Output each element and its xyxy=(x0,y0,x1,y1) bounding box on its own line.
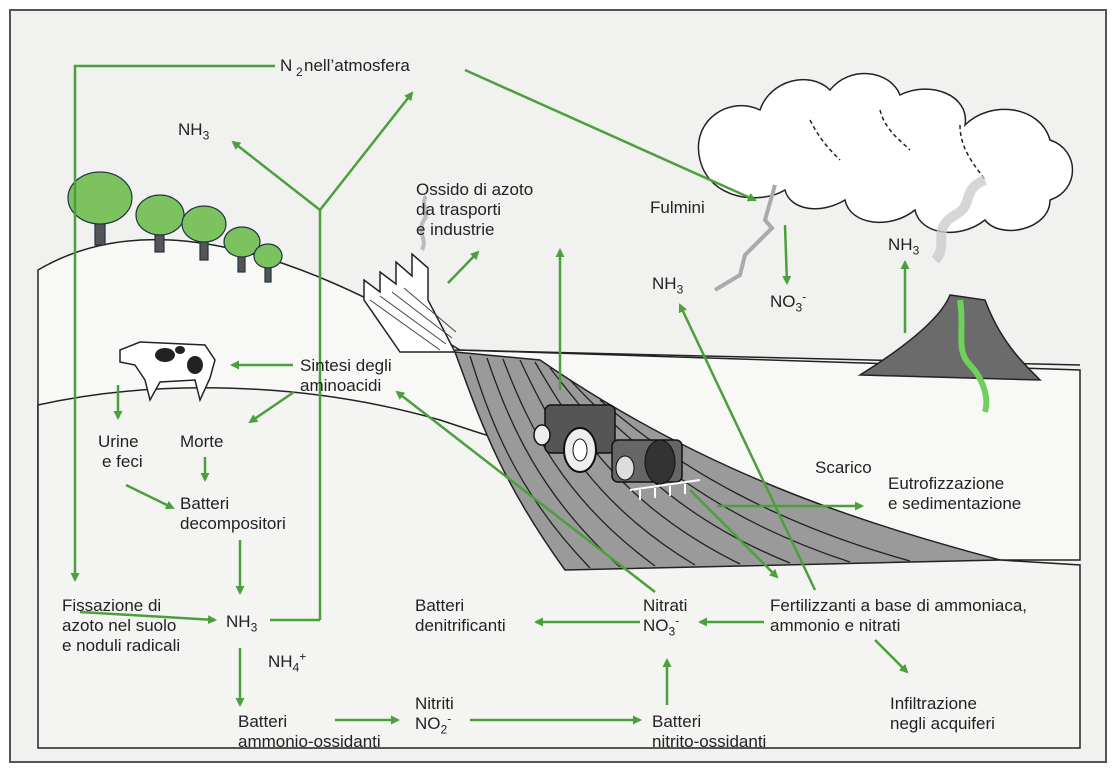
runoff-label: Scarico xyxy=(815,458,872,478)
n2-atmosphere-label: N xyxy=(280,56,292,76)
nh3-soil-label: NH3 xyxy=(226,612,257,632)
n2-atmosphere-rest: nell’atmosfera xyxy=(304,56,410,76)
nh4-label: NH4+ xyxy=(268,652,306,672)
nitrates-label: Nitrati NO3- xyxy=(643,596,687,636)
no3-lightning-label: NO3- xyxy=(770,292,806,312)
nitrites-label: Nitriti NO2- xyxy=(415,694,454,734)
death-label: Morte xyxy=(180,432,223,452)
n2-subscript: 2 xyxy=(296,62,303,82)
nh3-volcano-label: NH3 xyxy=(888,235,919,255)
lightning-label: Fulmini xyxy=(650,198,705,218)
nh3-field-label: NH3 xyxy=(652,274,683,294)
fertilizers-label: Fertilizzanti a base di ammoniaca,ammoni… xyxy=(770,596,1027,636)
nh3-top-left-label: NH3 xyxy=(178,120,209,140)
